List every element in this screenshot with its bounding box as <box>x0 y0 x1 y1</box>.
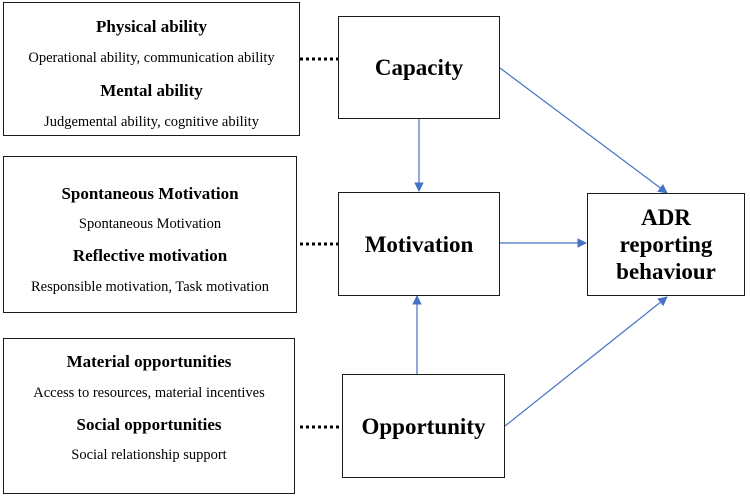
outcome-label-line-1: ADR <box>641 205 691 230</box>
motivation-label: Motivation <box>364 231 474 257</box>
reflective-motivation-detail: Responsible motivation, Task motivation <box>31 279 269 295</box>
adr-reporting-behaviour-node: ADR reporting behaviour <box>587 193 745 296</box>
spontaneous-motivation-detail: Spontaneous Motivation <box>78 216 222 232</box>
arrow-capacity-to-outcome <box>499 67 668 194</box>
material-opportunities-detail: Access to resources, material incentives <box>33 385 265 401</box>
outcome-label-line-2: reporting <box>619 232 713 257</box>
capacity-node: Capacity <box>338 16 500 119</box>
social-opportunities-detail: Social relationship support <box>71 447 227 463</box>
mental-ability-detail: Judgemental ability, cognitive ability <box>44 114 259 130</box>
physical-ability-heading: Physical ability <box>96 17 207 36</box>
social-opportunities-heading: Social opportunities <box>76 415 222 434</box>
mental-ability-heading: Mental ability <box>100 81 203 100</box>
material-opportunities-heading: Material opportunities <box>66 352 232 371</box>
opportunity-label: Opportunity <box>361 413 486 439</box>
arrow-opportunity-to-outcome <box>504 296 668 427</box>
opportunity-node: Opportunity <box>342 374 505 478</box>
spontaneous-motivation-heading: Spontaneous Motivation <box>61 184 239 203</box>
capacity-label: Capacity <box>374 55 464 80</box>
outcome-label-line-3: behaviour <box>616 259 716 284</box>
motivation-node: Motivation <box>338 192 500 296</box>
reflective-motivation-heading: Reflective motivation <box>72 246 228 265</box>
motivation-factors-box: Spontaneous Motivation Spontaneous Motiv… <box>3 156 297 313</box>
capacity-factors-box: Physical ability Operational ability, co… <box>3 2 300 136</box>
opportunity-factors-box: Material opportunities Access to resourc… <box>3 338 295 494</box>
physical-ability-detail: Operational ability, communication abili… <box>28 50 275 66</box>
